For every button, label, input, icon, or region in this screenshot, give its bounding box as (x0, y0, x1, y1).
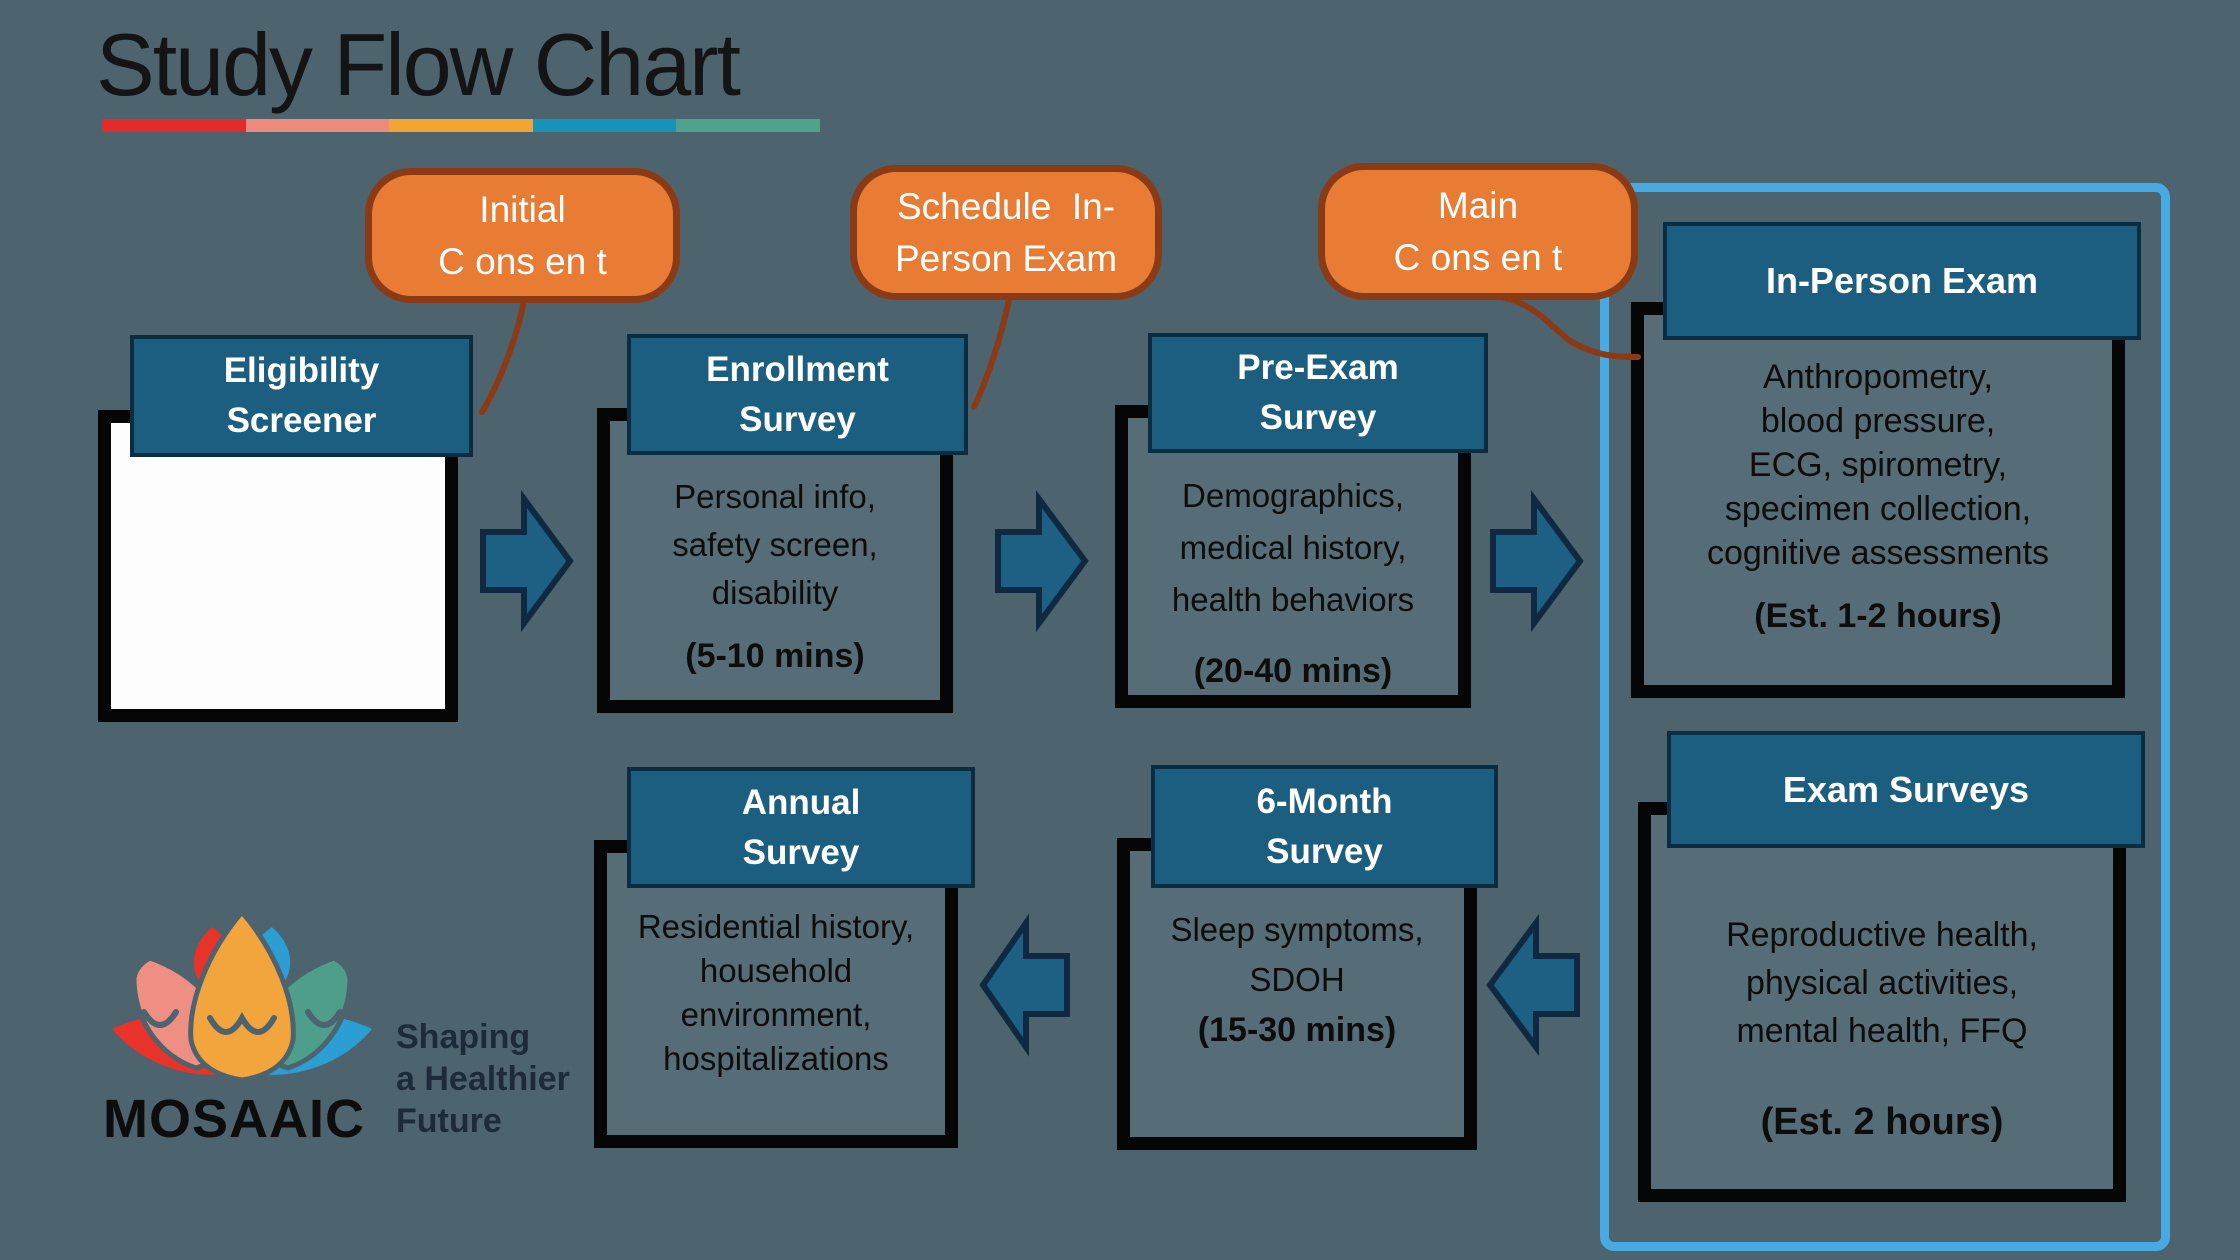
pre-exam-survey-header: Pre-Exam Survey (1148, 333, 1488, 453)
arrow-preexam-to-inperson (1490, 489, 1584, 633)
callout-line: C ons en t (438, 240, 607, 282)
enrollment-survey-topics: Personal info, safety screen, disability (610, 473, 940, 617)
exam-surveys-header: Exam Surveys (1667, 731, 2145, 848)
petal-red-small (188, 920, 253, 988)
six-month-survey-header: 6-Month Survey (1151, 765, 1498, 888)
topic-line: Anthropometry, (1763, 358, 1993, 396)
arrow-eligibility-to-enrollment (480, 489, 574, 633)
six-month-survey-topics: Sleep symptoms, SDOH (1130, 905, 1464, 1005)
in-person-exam-topics: Anthropometry, blood pressure, ECG, spir… (1644, 355, 2112, 575)
petal-blue-small (231, 920, 296, 988)
topic-line: safety screen, (672, 526, 878, 563)
topic-line: Sleep symptoms, (1170, 911, 1424, 948)
petal-orange (188, 908, 296, 1083)
schedule-exam-tail (971, 297, 1012, 410)
initial-consent-tail (479, 298, 527, 415)
header-line: Screener (226, 401, 377, 440)
topic-line: health behaviors (1171, 581, 1415, 618)
lotus-flower-icon (104, 908, 380, 1083)
topic-line: hospitalizations (663, 1040, 889, 1077)
exam-surveys-topics: Reproductive health, physical activities… (1651, 911, 2113, 1055)
enrollment-survey-body: Personal info, safety screen, disability… (597, 408, 953, 713)
tagline-line: Future (396, 1102, 502, 1140)
underline-segment-orange (389, 119, 533, 132)
topic-line: physical activities, (1745, 964, 2019, 1002)
topic-line: Personal info, (674, 478, 876, 515)
arrow-sixmonth-to-annual (979, 913, 1070, 1057)
underline-segment-green (676, 119, 820, 132)
six-month-survey-duration: (15-30 mins) (1197, 1011, 1397, 1049)
topic-line: ECG, spirometry, (1748, 446, 2008, 484)
petal-blue-swoosh (249, 1008, 380, 1080)
main-consent-callout: Main C ons en t (1318, 163, 1638, 300)
eligibility-screener-header: Eligibility Screener (130, 335, 473, 457)
topic-line: specimen collection, (1724, 490, 2032, 528)
topic-line: blood pressure, (1760, 402, 1996, 440)
annual-survey-body: Residential history, household environme… (594, 840, 958, 1148)
enrollment-survey-duration: (5-10 mins) (685, 637, 865, 675)
header-line: Pre-Exam (1237, 348, 1399, 388)
page-title: Study Flow Chart (96, 15, 741, 114)
callout-line: Schedule In- (896, 186, 1116, 228)
pre-exam-survey-topics: Demographics, medical history, health be… (1128, 470, 1458, 626)
callout-line: C ons en t (1393, 236, 1563, 278)
in-person-exam-body: Anthropometry, blood pressure, ECG, spir… (1631, 302, 2125, 698)
arrow-examsurveys-to-sixmonth (1486, 913, 1580, 1057)
underline-segment-salmon (245, 119, 390, 132)
topic-line: environment, (680, 996, 872, 1033)
initial-consent-callout: Initial C ons en t (365, 168, 680, 303)
six-month-survey-body: Sleep symptoms, SDOH (15-30 mins) (1117, 838, 1477, 1150)
mosaaic-tagline: Shaping a Healthier Future (396, 1016, 570, 1142)
topic-line: Reproductive health, (1726, 916, 2038, 954)
topic-line: mental health, FFQ (1736, 1012, 2028, 1050)
callout-line: Person Exam (894, 237, 1118, 279)
arrow-enrollment-to-preexam (995, 489, 1089, 633)
petal-wave-notches (141, 1009, 343, 1035)
schedule-exam-callout: Schedule In- Person Exam (850, 165, 1162, 300)
header-line: Annual (741, 782, 861, 822)
header-line: Eligibility (223, 351, 380, 391)
tagline-line: a Healthier (396, 1060, 570, 1098)
exam-surveys-body: Reproductive health, physical activities… (1638, 802, 2126, 1202)
tagline-line: Shaping (396, 1018, 531, 1056)
annual-survey-header: Annual Survey (627, 767, 975, 888)
pre-exam-survey-duration: (20-40 mins) (1193, 652, 1393, 690)
title-underline (102, 119, 820, 132)
petal-salmon (131, 955, 231, 1071)
callout-line: Initial (479, 189, 566, 231)
topic-line: disability (711, 574, 839, 611)
topic-line: Residential history, (637, 908, 915, 945)
underline-segment-blue (532, 119, 677, 132)
enrollment-survey-header: Enrollment Survey (627, 334, 968, 455)
header-line: Survey (1259, 398, 1377, 437)
exam-highlight-outline (1600, 183, 2170, 1251)
topic-line: Demographics, (1182, 477, 1404, 514)
topic-line: medical history, (1179, 529, 1407, 566)
header-line: Survey (742, 832, 860, 872)
underline-segment-red (102, 119, 246, 132)
header-line: In-Person Exam (1765, 260, 2039, 302)
topic-line: SDOH (1249, 961, 1345, 998)
header-line: Survey (1266, 831, 1383, 871)
header-line: 6-Month (1256, 781, 1393, 821)
topic-line: household (699, 952, 853, 989)
annual-survey-topics: Residential history, household environme… (607, 905, 945, 1081)
topic-line: cognitive assessments (1706, 534, 2050, 572)
exam-surveys-duration: (Est. 2 hours) (1760, 1101, 2004, 1143)
header-line: Survey (739, 399, 856, 439)
mosaaic-wordmark: MOSAAIC (103, 1089, 365, 1149)
in-person-exam-duration: (Est. 1-2 hours) (1754, 597, 2002, 635)
petal-teal (253, 955, 353, 1071)
callout-line: Main (1437, 185, 1519, 227)
header-line: Enrollment (706, 349, 889, 389)
in-person-exam-header: In-Person Exam (1663, 222, 2141, 340)
header-line: Exam Surveys (1782, 768, 2030, 810)
petal-red-swoosh (104, 1008, 235, 1080)
